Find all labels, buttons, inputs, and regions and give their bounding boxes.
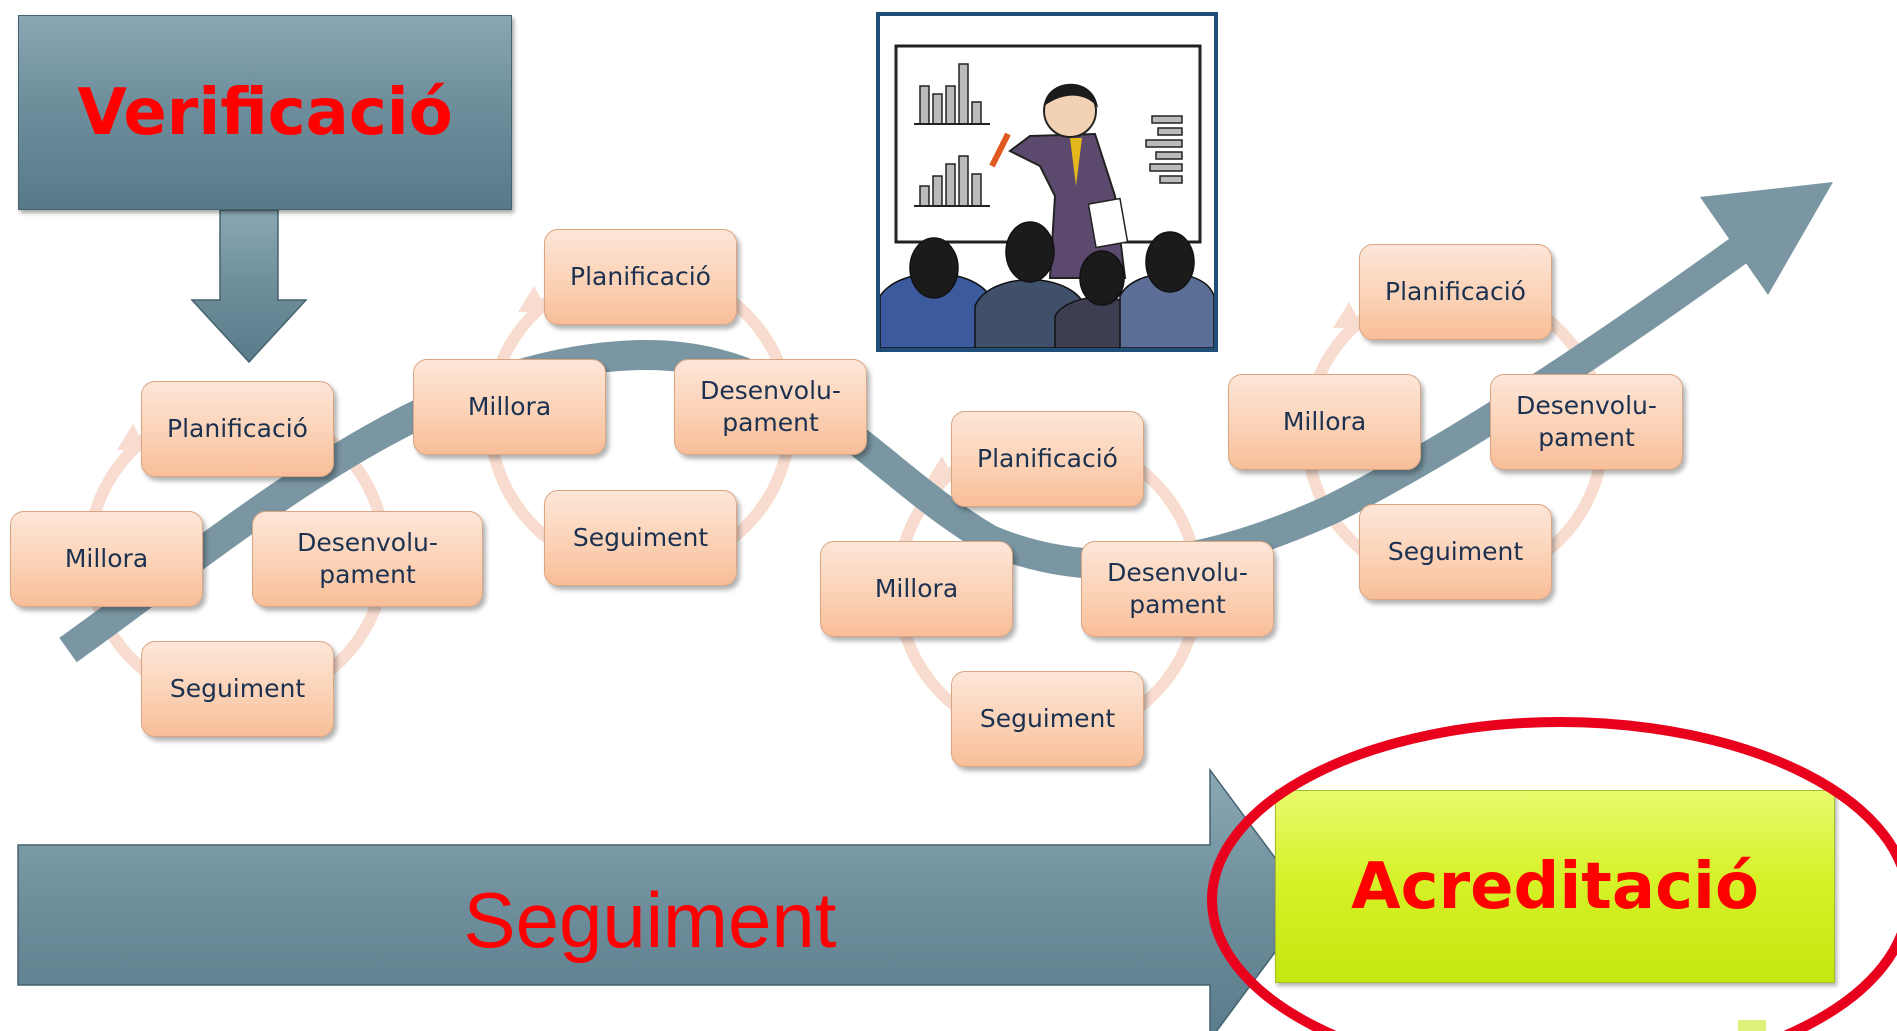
cycle-3-improvement-node: Millora xyxy=(820,541,1013,637)
cycle-3-follow-up-node: Seguiment xyxy=(951,671,1144,767)
corner-mark xyxy=(1738,1020,1766,1031)
accreditation-box: Acreditació xyxy=(1275,790,1835,983)
cycle-3-development-node: Desenvolu- pament xyxy=(1081,541,1274,637)
cycle-4-follow-up-node: Seguiment xyxy=(1359,504,1552,600)
verification-box: Verificació xyxy=(18,15,512,210)
cycle-4-improvement-node: Millora xyxy=(1228,374,1421,470)
cycle-1-planning-node: Planificació xyxy=(141,381,334,477)
cycle-2-development-node: Desenvolu- pament xyxy=(674,359,867,455)
progress-arrow xyxy=(59,182,1833,663)
presenter-clipart-icon xyxy=(876,12,1218,352)
verification-label: Verificació xyxy=(77,75,453,150)
presenter-drawing xyxy=(880,44,1214,348)
cycle-3-planning-node: Planificació xyxy=(951,411,1144,507)
cycle-2-follow-up-node: Seguiment xyxy=(544,490,737,586)
accreditation-label: Acreditació xyxy=(1351,849,1759,924)
cycle-1-development-node: Desenvolu- pament xyxy=(252,511,483,607)
down-arrow xyxy=(190,209,308,364)
timeline-label: Seguiment xyxy=(463,876,837,964)
cycle-2-improvement-node: Millora xyxy=(413,359,606,455)
cycle-4-planning-node: Planificació xyxy=(1359,244,1552,340)
cycle-4-development-node: Desenvolu- pament xyxy=(1490,374,1683,470)
cycle-1-follow-up-node: Seguiment xyxy=(141,641,334,737)
cycle-1-improvement-node: Millora xyxy=(10,511,203,607)
cycle-2-planning-node: Planificació xyxy=(544,229,737,325)
